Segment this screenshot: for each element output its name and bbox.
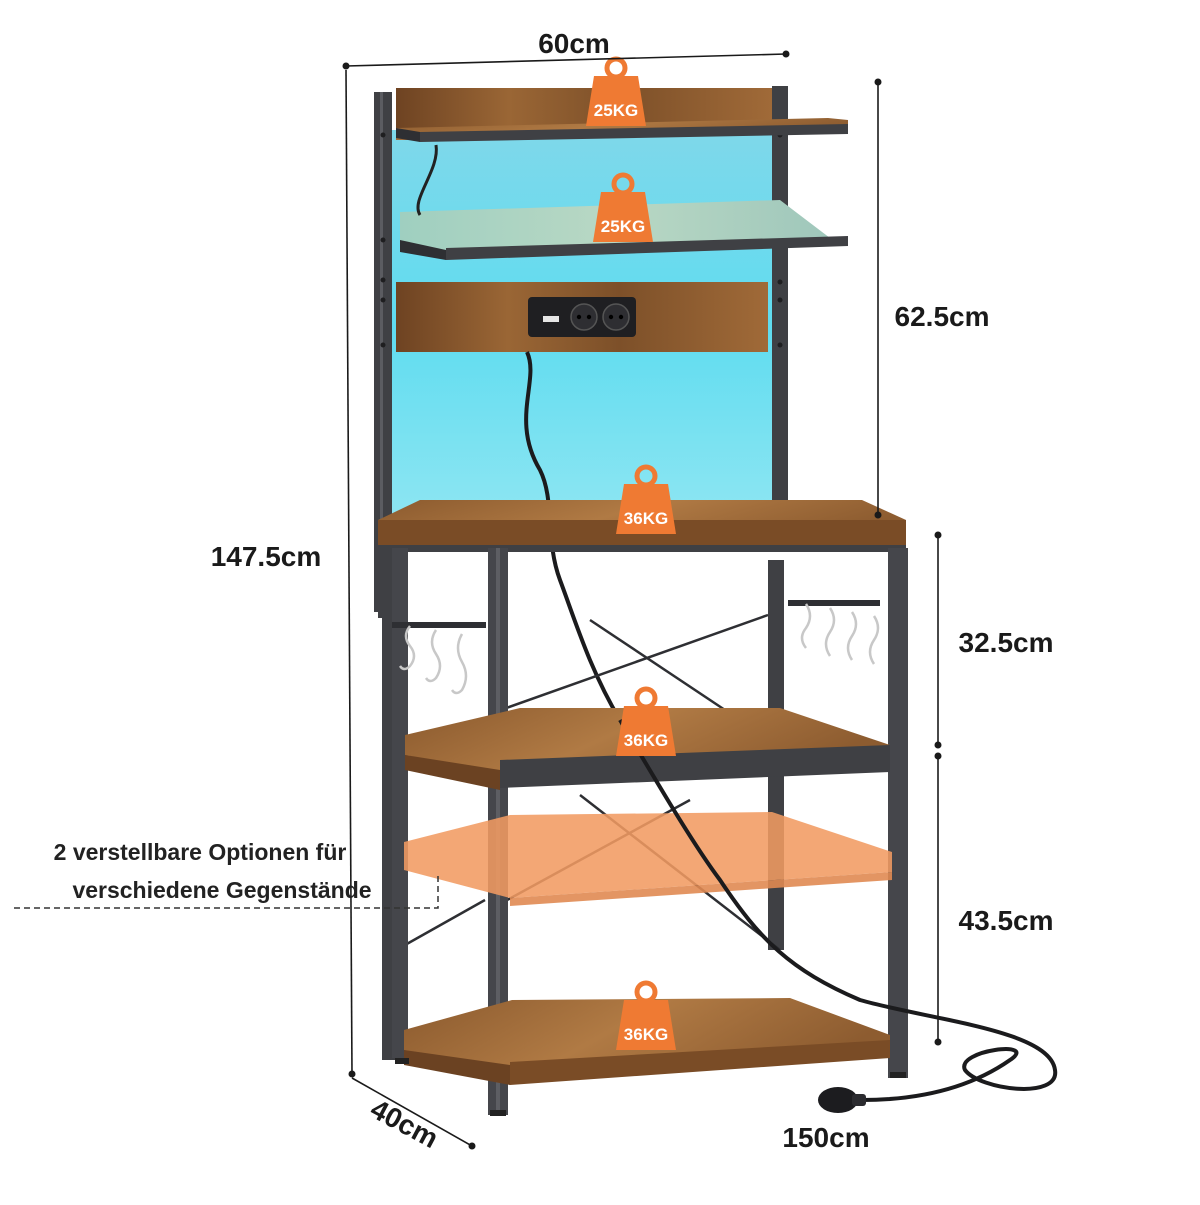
lower-compartment-height-label: 43.5cm	[959, 905, 1054, 936]
cable-length-label: 150cm	[782, 1122, 869, 1153]
s-hook-icon	[846, 611, 858, 661]
adjustable-callout	[14, 872, 439, 909]
power-cord	[618, 718, 1058, 1102]
s-hook-icon	[824, 607, 836, 657]
base	[378, 500, 1058, 1116]
socket-icon	[570, 303, 598, 331]
s-hook-icon	[800, 603, 812, 649]
weight-icon: 36KG	[616, 980, 676, 1050]
hutch-height-label: 62.5cm	[895, 301, 990, 332]
load-tabletop: 36KG	[624, 509, 668, 528]
usb-port-icon	[543, 316, 559, 322]
load-second-shelf: 25KG	[601, 217, 645, 236]
hook-bar-left	[392, 622, 486, 628]
upper-compartment-height-label: 32.5cm	[959, 627, 1054, 658]
dimension-lines	[342, 50, 942, 1150]
hutch	[374, 86, 848, 722]
socket-icon	[602, 303, 630, 331]
s-hook-icon	[868, 615, 880, 665]
s-hook-icon	[450, 633, 468, 695]
adjustable-shelf-position	[404, 812, 892, 898]
weight-icon: 36KG	[616, 464, 676, 534]
weight-icon: 25KG	[593, 172, 653, 242]
depth-label: 40cm	[366, 1093, 444, 1154]
adjustable-note-line1: 2 verstellbare Optionen für	[54, 839, 347, 865]
load-badges: 25KG 25KG 36KG 36KG 36KG	[586, 56, 676, 1050]
width-label: 60cm	[538, 28, 610, 59]
hook-bar-right	[788, 600, 880, 606]
s-hook-icon	[424, 629, 442, 683]
load-top-shelf: 25KG	[594, 101, 638, 120]
led-cable	[416, 144, 438, 216]
load-bottom-shelf: 36KG	[624, 1025, 668, 1044]
s-hook-icon	[398, 625, 416, 671]
total-height-label: 147.5cm	[211, 541, 322, 572]
front-leg-right	[888, 548, 908, 1078]
weight-icon: 36KG	[616, 686, 676, 756]
power-plug-icon	[818, 1087, 866, 1113]
adjustable-note-line2: verschiedene Gegenstände	[72, 877, 371, 903]
weight-icon: 25KG	[586, 56, 646, 126]
load-middle-shelf: 36KG	[624, 731, 668, 750]
